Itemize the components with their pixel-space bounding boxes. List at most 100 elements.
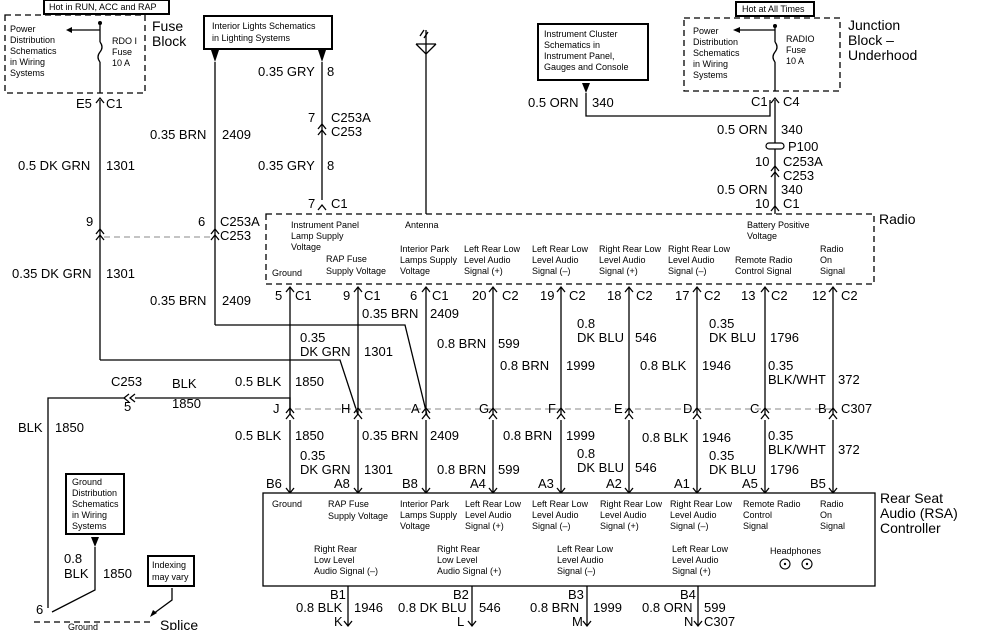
svg-text:C2: C2 <box>841 288 858 303</box>
svg-text:Level Audio: Level Audio <box>532 255 579 265</box>
svg-text:M: M <box>572 614 583 629</box>
rsa-controller-box <box>262 492 876 587</box>
svg-text:340: 340 <box>781 122 803 137</box>
p100-splice <box>765 142 785 150</box>
svg-text:Signal (+): Signal (+) <box>599 266 638 276</box>
svg-text:C2: C2 <box>704 288 721 303</box>
svg-text:Gauges and Console: Gauges and Console <box>544 62 629 72</box>
svg-text:Ground: Ground <box>72 477 102 487</box>
svg-text:0.8 BRN: 0.8 BRN <box>500 358 549 373</box>
svg-text:Remote Radio: Remote Radio <box>743 499 801 509</box>
svg-text:1796: 1796 <box>770 462 799 477</box>
svg-text:18: 18 <box>607 288 621 303</box>
svg-text:Signal: Signal <box>820 521 845 531</box>
svg-text:Power: Power <box>10 24 36 34</box>
svg-text:RADIO: RADIO <box>786 34 815 44</box>
svg-text:0.35 BRN: 0.35 BRN <box>362 306 418 321</box>
svg-text:546: 546 <box>635 330 657 345</box>
svg-text:Left Rear Low: Left Rear Low <box>557 544 614 554</box>
svg-text:P100: P100 <box>788 139 818 154</box>
svg-text:Systems: Systems <box>72 521 107 531</box>
svg-text:0.35 BRN: 0.35 BRN <box>150 293 206 308</box>
radio-box <box>265 213 875 285</box>
svg-text:N: N <box>684 614 693 629</box>
svg-text:0.35: 0.35 <box>768 428 793 443</box>
svg-text:DK GRN: DK GRN <box>300 344 351 359</box>
svg-text:Instrument Panel,: Instrument Panel, <box>544 51 615 61</box>
svg-text:Systems: Systems <box>693 70 728 80</box>
svg-text:Left Rear Low: Left Rear Low <box>532 244 589 254</box>
svg-text:9: 9 <box>86 214 93 229</box>
svg-text:Schematics in: Schematics in <box>544 40 600 50</box>
svg-text:599: 599 <box>498 336 520 351</box>
svg-text:in Lighting Systems: in Lighting Systems <box>212 33 291 43</box>
svg-text:0.5 DK GRN: 0.5 DK GRN <box>18 158 90 173</box>
radio-label: Radio <box>879 211 916 227</box>
svg-text:Level Audio: Level Audio <box>464 255 511 265</box>
svg-text:BLK/WHT: BLK/WHT <box>768 442 826 457</box>
svg-text:2409: 2409 <box>430 306 459 321</box>
svg-text:Indexing: Indexing <box>152 560 186 570</box>
svg-text:Fuse: Fuse <box>112 47 132 57</box>
rsa-top-pins: B6 A8 B8 A4 A3 A2 A1 A5 B5 <box>266 476 826 491</box>
svg-text:in Wiring: in Wiring <box>72 510 107 520</box>
svg-text:F: F <box>548 401 556 416</box>
svg-text:DK BLU: DK BLU <box>709 462 756 477</box>
svg-text:Power: Power <box>693 26 719 36</box>
radio-to-c307-wires <box>100 285 838 416</box>
svg-text:Signal (+): Signal (+) <box>672 566 711 576</box>
svg-text:0.35: 0.35 <box>709 316 734 331</box>
wire-blk-1850: C253 BLK 1850 5 BLK 1850 <box>18 374 291 608</box>
svg-text:Interior Park: Interior Park <box>400 499 450 509</box>
svg-text:BLK/WHT: BLK/WHT <box>768 372 826 387</box>
svg-text:Signal (–): Signal (–) <box>670 521 709 531</box>
svg-text:C2: C2 <box>569 288 586 303</box>
svg-text:B5: B5 <box>810 476 826 491</box>
svg-text:Low Level: Low Level <box>437 555 478 565</box>
svg-text:Ground: Ground <box>272 268 302 278</box>
svg-text:H: H <box>341 401 350 416</box>
svg-text:1850: 1850 <box>55 420 84 435</box>
svg-text:9: 9 <box>343 288 350 303</box>
svg-text:A4: A4 <box>470 476 486 491</box>
svg-text:0.8 BRN: 0.8 BRN <box>530 600 579 615</box>
svg-text:Ground: Ground <box>68 622 98 630</box>
svg-text:599: 599 <box>704 600 726 615</box>
svg-text:Level Audio: Level Audio <box>600 510 647 520</box>
svg-text:C253A: C253A <box>783 154 823 169</box>
svg-text:0.35 BRN: 0.35 BRN <box>150 127 206 142</box>
svg-text:1301: 1301 <box>106 158 135 173</box>
svg-text:Lamp Supply: Lamp Supply <box>291 231 344 241</box>
svg-text:C4: C4 <box>783 94 800 109</box>
svg-text:10: 10 <box>755 154 769 169</box>
svg-text:Signal (–): Signal (–) <box>668 266 707 276</box>
headphones-icon: Headphones <box>770 546 822 570</box>
conn-c1-e5: C1 <box>106 96 123 111</box>
svg-text:Underhood: Underhood <box>848 47 917 63</box>
svg-text:Voltage: Voltage <box>291 242 321 252</box>
svg-text:Signal: Signal <box>743 521 768 531</box>
svg-text:C307: C307 <box>841 401 872 416</box>
svg-text:Radio: Radio <box>820 499 844 509</box>
svg-text:C1: C1 <box>364 288 381 303</box>
svg-text:C253: C253 <box>220 228 251 243</box>
svg-text:0.35: 0.35 <box>300 330 325 345</box>
svg-text:Fuse: Fuse <box>786 45 806 55</box>
svg-text:A1: A1 <box>674 476 690 491</box>
svg-text:Ground: Ground <box>272 499 302 509</box>
conn-e5: E5 <box>76 96 92 111</box>
rsa-label: Rear Seat <box>880 490 943 506</box>
svg-text:Lamps Supply: Lamps Supply <box>400 510 458 520</box>
svg-text:B2: B2 <box>453 587 469 602</box>
svg-text:Level Audio: Level Audio <box>672 555 719 565</box>
svg-text:Signal: Signal <box>820 266 845 276</box>
svg-text:C253: C253 <box>783 168 814 183</box>
svg-text:Left Rear Low: Left Rear Low <box>464 244 521 254</box>
svg-text:1301: 1301 <box>364 462 393 477</box>
svg-text:1850: 1850 <box>172 396 201 411</box>
svg-text:13: 13 <box>741 288 755 303</box>
svg-text:0.8 BLK: 0.8 BLK <box>296 600 343 615</box>
svg-text:2409: 2409 <box>222 127 251 142</box>
ground-distribution-ref: Ground Distribution Schematics in Wiring… <box>51 473 132 613</box>
svg-text:Left Rear Low: Left Rear Low <box>532 499 589 509</box>
